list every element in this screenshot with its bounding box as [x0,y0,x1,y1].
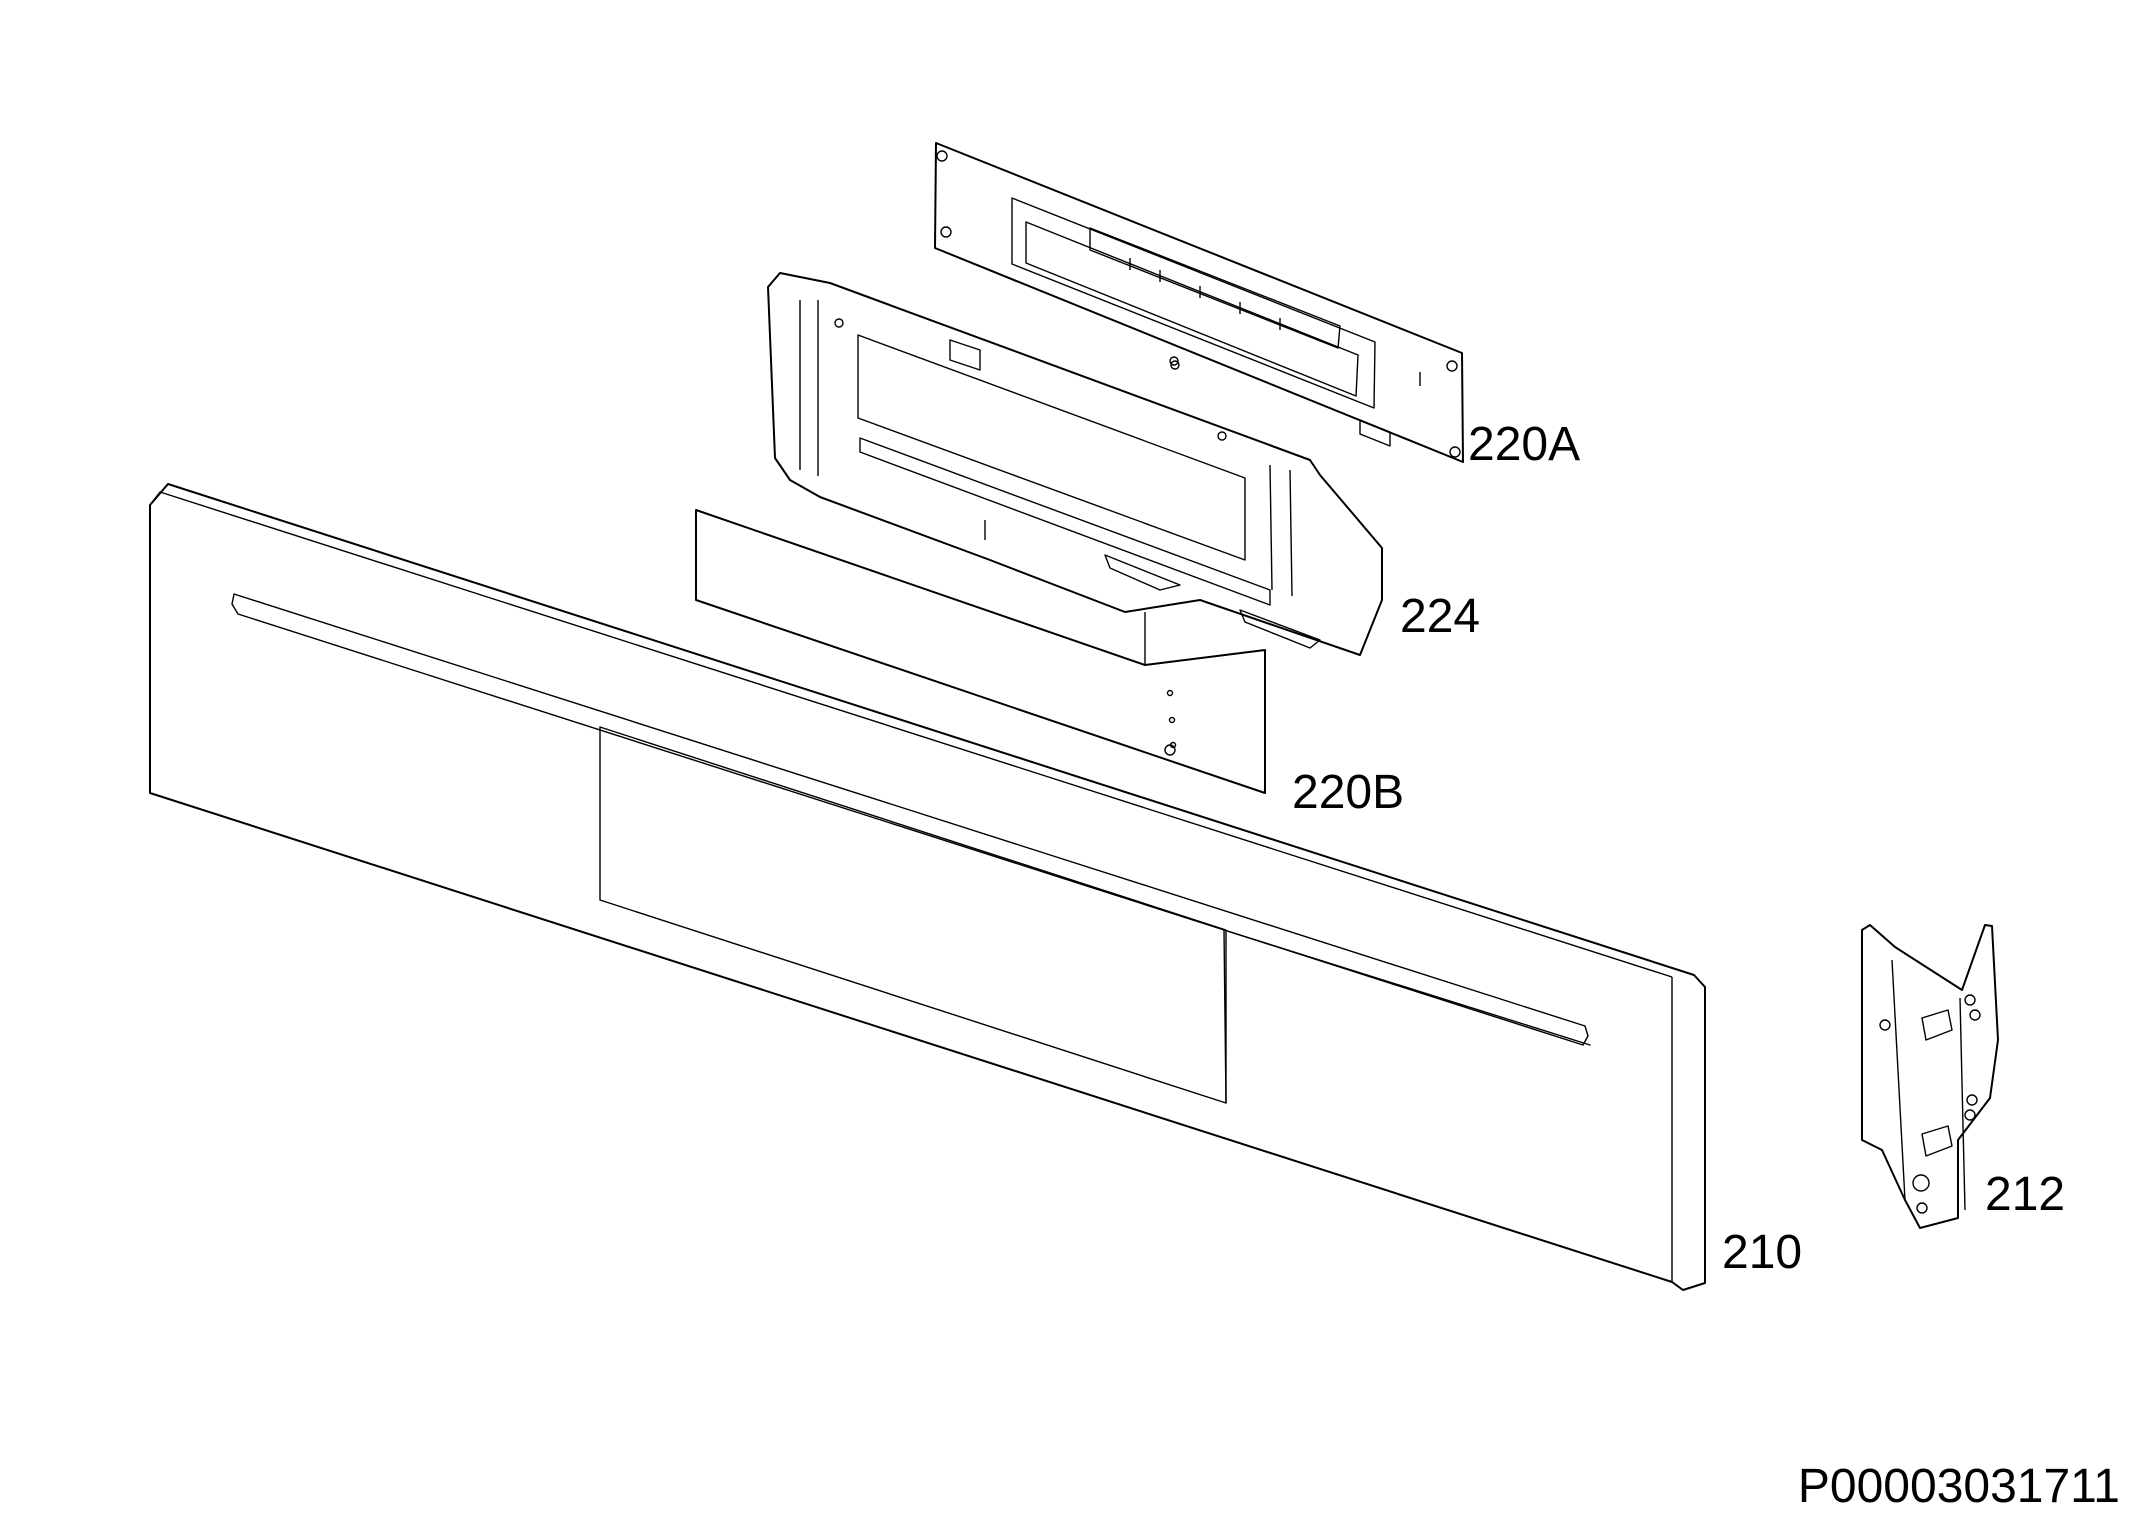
part-212-bracket [1861,924,1999,1229]
label-220a: 220A [1468,418,1580,471]
part-220a-circuit-board [934,142,1464,463]
part-210-control-panel [149,483,1706,1291]
label-220b: 220B [1292,766,1404,819]
part-220b-touch-panel [695,509,1266,794]
label-212: 212 [1985,1168,2065,1221]
document-id: P00003031711 [1798,1460,2120,1513]
label-210: 210 [1722,1226,1802,1279]
part-224-bracket [767,272,1383,656]
label-224: 224 [1400,590,1480,643]
